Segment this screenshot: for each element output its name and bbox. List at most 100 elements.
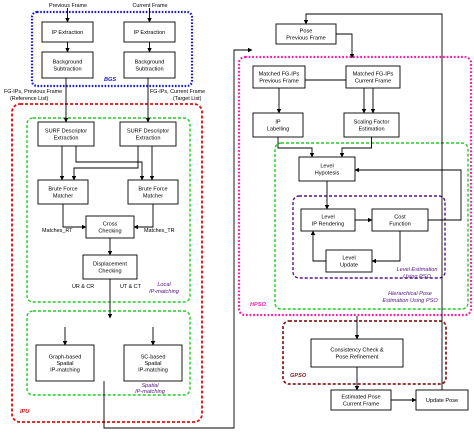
box-label: Current Frame: [343, 401, 379, 407]
box-label: Estimation: [358, 126, 384, 132]
box-label: Pose: [300, 29, 313, 35]
box-label: IP: [275, 120, 281, 126]
edge-ipu-out: [103, 47, 253, 429]
box-label: IP Extraction: [52, 30, 84, 36]
level-est-label-2: Using PSO: [403, 274, 431, 280]
box-label: Estimated Pose: [341, 395, 380, 401]
ipu-label: IPU: [20, 409, 30, 415]
fg-prev-label-1: FG-IPs, Previous Frame: [4, 89, 62, 95]
spatial-ipmatching-region: [26, 310, 191, 396]
box-label: Previous Frame: [259, 78, 298, 84]
box-label: Hypotesis: [315, 170, 340, 176]
box-label: Update: [340, 262, 358, 268]
hier-label-2: Estimation Using PSO: [382, 298, 438, 304]
level-estimation-region: [292, 195, 446, 279]
box-label: Pose Refinement: [336, 354, 379, 360]
local-ipmatching-region: [26, 117, 191, 303]
box-label: Spatial: [144, 361, 161, 367]
edge-pose-prev-hpso: [336, 33, 355, 59]
box-label: IP-matching: [138, 368, 168, 374]
edge-scale-hypo: [339, 137, 372, 158]
edge-brute-right-cross: [133, 204, 154, 230]
spatial-label-1: Spatial: [141, 383, 159, 389]
box-label: Subtraction: [135, 66, 163, 72]
edge-label-hypo: [277, 137, 315, 158]
matches-tr-label: Matches_TR: [144, 228, 175, 234]
box-label: SC-based: [141, 354, 166, 360]
box-label: Checking: [98, 268, 121, 274]
box-label: IP Extraction: [134, 30, 166, 36]
box-label: Cost: [394, 215, 406, 221]
box-label: Current Frame: [355, 78, 391, 84]
box-label: Cross: [103, 222, 118, 228]
edge-brute-left-cross: [62, 204, 87, 230]
edge-layer: [59, 8, 462, 429]
edge-update-pose-loop: [303, 13, 443, 390]
box-label: Labelling: [267, 126, 289, 132]
box-label: IP Rendering: [312, 221, 345, 227]
fg-prev-label-2: (Reference List): [10, 96, 49, 102]
local-label-2: IP-matching: [149, 289, 180, 295]
fg-curr-label-2: (Target List): [173, 96, 202, 102]
fg-curr-label-1: FG-IPs, Current Frame: [150, 89, 205, 95]
edge-loop-hypo: [354, 167, 462, 221]
box-label: Matcher: [143, 193, 163, 199]
edge-cost-update: [371, 231, 401, 264]
box-label: Matcher: [53, 193, 73, 199]
box-label: Matched FG-IPs: [259, 72, 300, 78]
box-label: Displacement: [93, 262, 127, 268]
box-label: Level: [321, 215, 334, 221]
box-label: Background: [135, 60, 165, 66]
spatial-label-2: IP-matching: [135, 389, 166, 395]
local-label-1: Local: [157, 282, 171, 288]
box-label: SURF Descriptor: [127, 129, 169, 135]
box-label: Previous Frame: [286, 35, 325, 41]
box-label: Matched FG-IPs: [353, 72, 394, 78]
box-label: Brute Force: [48, 187, 77, 193]
box-label: Level: [342, 256, 355, 262]
ipu-region: [11, 103, 203, 423]
box-label: Subtraction: [53, 66, 81, 72]
hier-label-1: Hierarchical Pose: [388, 291, 432, 297]
box-label: Scaling Factor: [354, 120, 390, 126]
box-label: Consistency Check &: [330, 348, 383, 354]
bgs-label: BGS: [104, 77, 116, 83]
matches-rt-label: Matches_RT: [42, 228, 73, 234]
box-update-pose: Update Pose: [415, 389, 469, 411]
previous-frame-label: Previous Frame: [49, 3, 87, 9]
box-consistency: Consistency Check &Pose Refinement: [310, 338, 404, 368]
box-label: Brute Force: [138, 187, 167, 193]
ur-cr-label: UR & CR: [72, 284, 94, 290]
box-label: Extraction: [136, 135, 161, 141]
box-label: Graph-based: [49, 354, 82, 360]
box-label: SURF Descriptor: [45, 129, 87, 135]
hpso-region: [237, 55, 473, 317]
box-label: Level: [320, 164, 333, 170]
gpso-label: GPSO: [290, 373, 307, 379]
box-ip-extraction-curr: IP Extraction: [123, 21, 176, 43]
gpso-region: [282, 320, 447, 385]
box-label: Background: [53, 60, 83, 66]
level-est-label-1: Level Estimation: [396, 267, 437, 273]
box-label: Checking: [98, 228, 121, 234]
